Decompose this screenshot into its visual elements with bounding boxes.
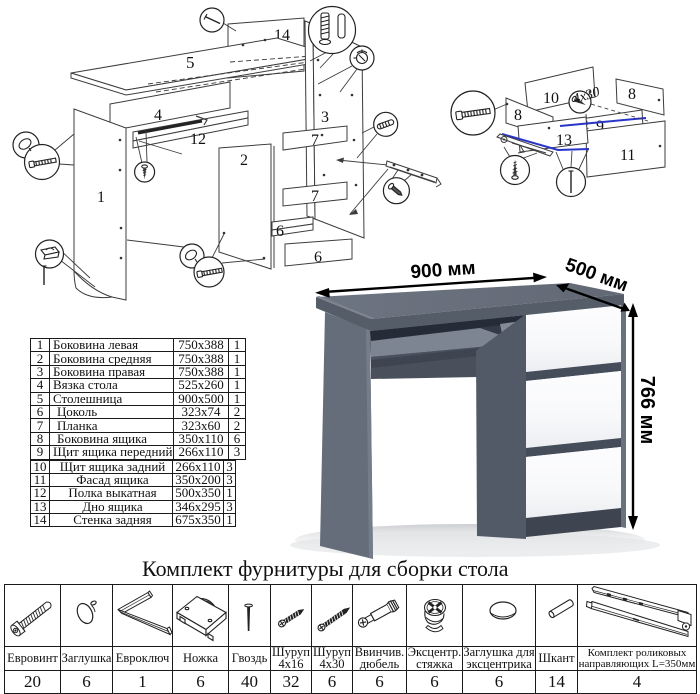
svg-text:2: 2 xyxy=(240,152,248,169)
svg-text:6: 6 xyxy=(314,249,322,266)
svg-text:4: 4 xyxy=(154,107,162,124)
svg-text:10: 10 xyxy=(543,90,559,107)
svg-text:13: 13 xyxy=(556,132,572,149)
svg-text:7: 7 xyxy=(311,132,319,149)
svg-text:8: 8 xyxy=(514,107,522,124)
svg-text:900 мм: 900 мм xyxy=(410,258,476,283)
svg-text:12: 12 xyxy=(190,131,206,148)
svg-text:7: 7 xyxy=(311,188,319,205)
svg-text:9: 9 xyxy=(596,118,604,135)
svg-text:766 мм: 766 мм xyxy=(636,376,658,445)
svg-text:3: 3 xyxy=(321,109,329,126)
svg-text:11: 11 xyxy=(620,147,635,164)
svg-text:6: 6 xyxy=(276,223,284,240)
svg-text:5: 5 xyxy=(186,53,195,72)
svg-text:1: 1 xyxy=(97,189,105,206)
svg-text:8: 8 xyxy=(628,86,636,103)
